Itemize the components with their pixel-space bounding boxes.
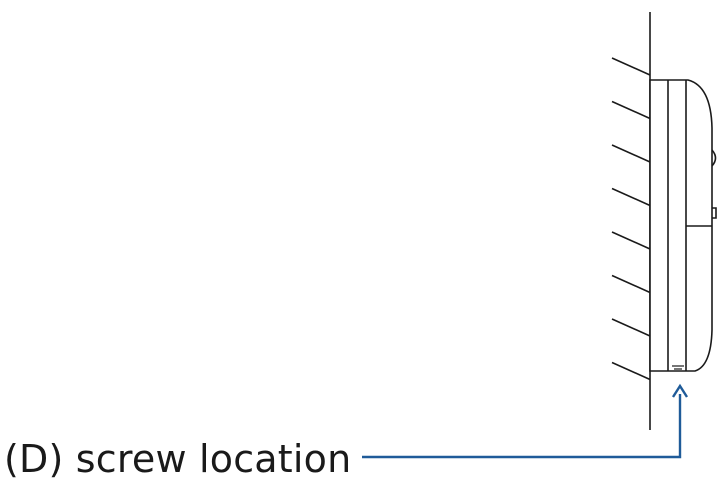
side-button (712, 207, 717, 219)
wall-hatch-line (611, 231, 651, 250)
device-side-view (649, 79, 717, 372)
device-outline (649, 79, 713, 372)
wall-hatch-line (611, 318, 651, 337)
screw-location-label: (D) screw location (4, 437, 352, 481)
wall-hatch-line (611, 187, 651, 207)
wall-hatch-line (611, 144, 651, 163)
leader-arrowhead (671, 383, 689, 398)
wall (611, 12, 651, 430)
wall-hatch-line (611, 57, 651, 76)
wall-hatch-line (611, 100, 651, 120)
screw-head (672, 365, 684, 370)
leader-line (362, 394, 682, 459)
top-latch (711, 149, 717, 167)
wall-hatch-line (611, 361, 651, 381)
wall-hatching (611, 57, 651, 381)
wall-hatch-line (611, 274, 651, 294)
callout-leader (362, 383, 689, 459)
